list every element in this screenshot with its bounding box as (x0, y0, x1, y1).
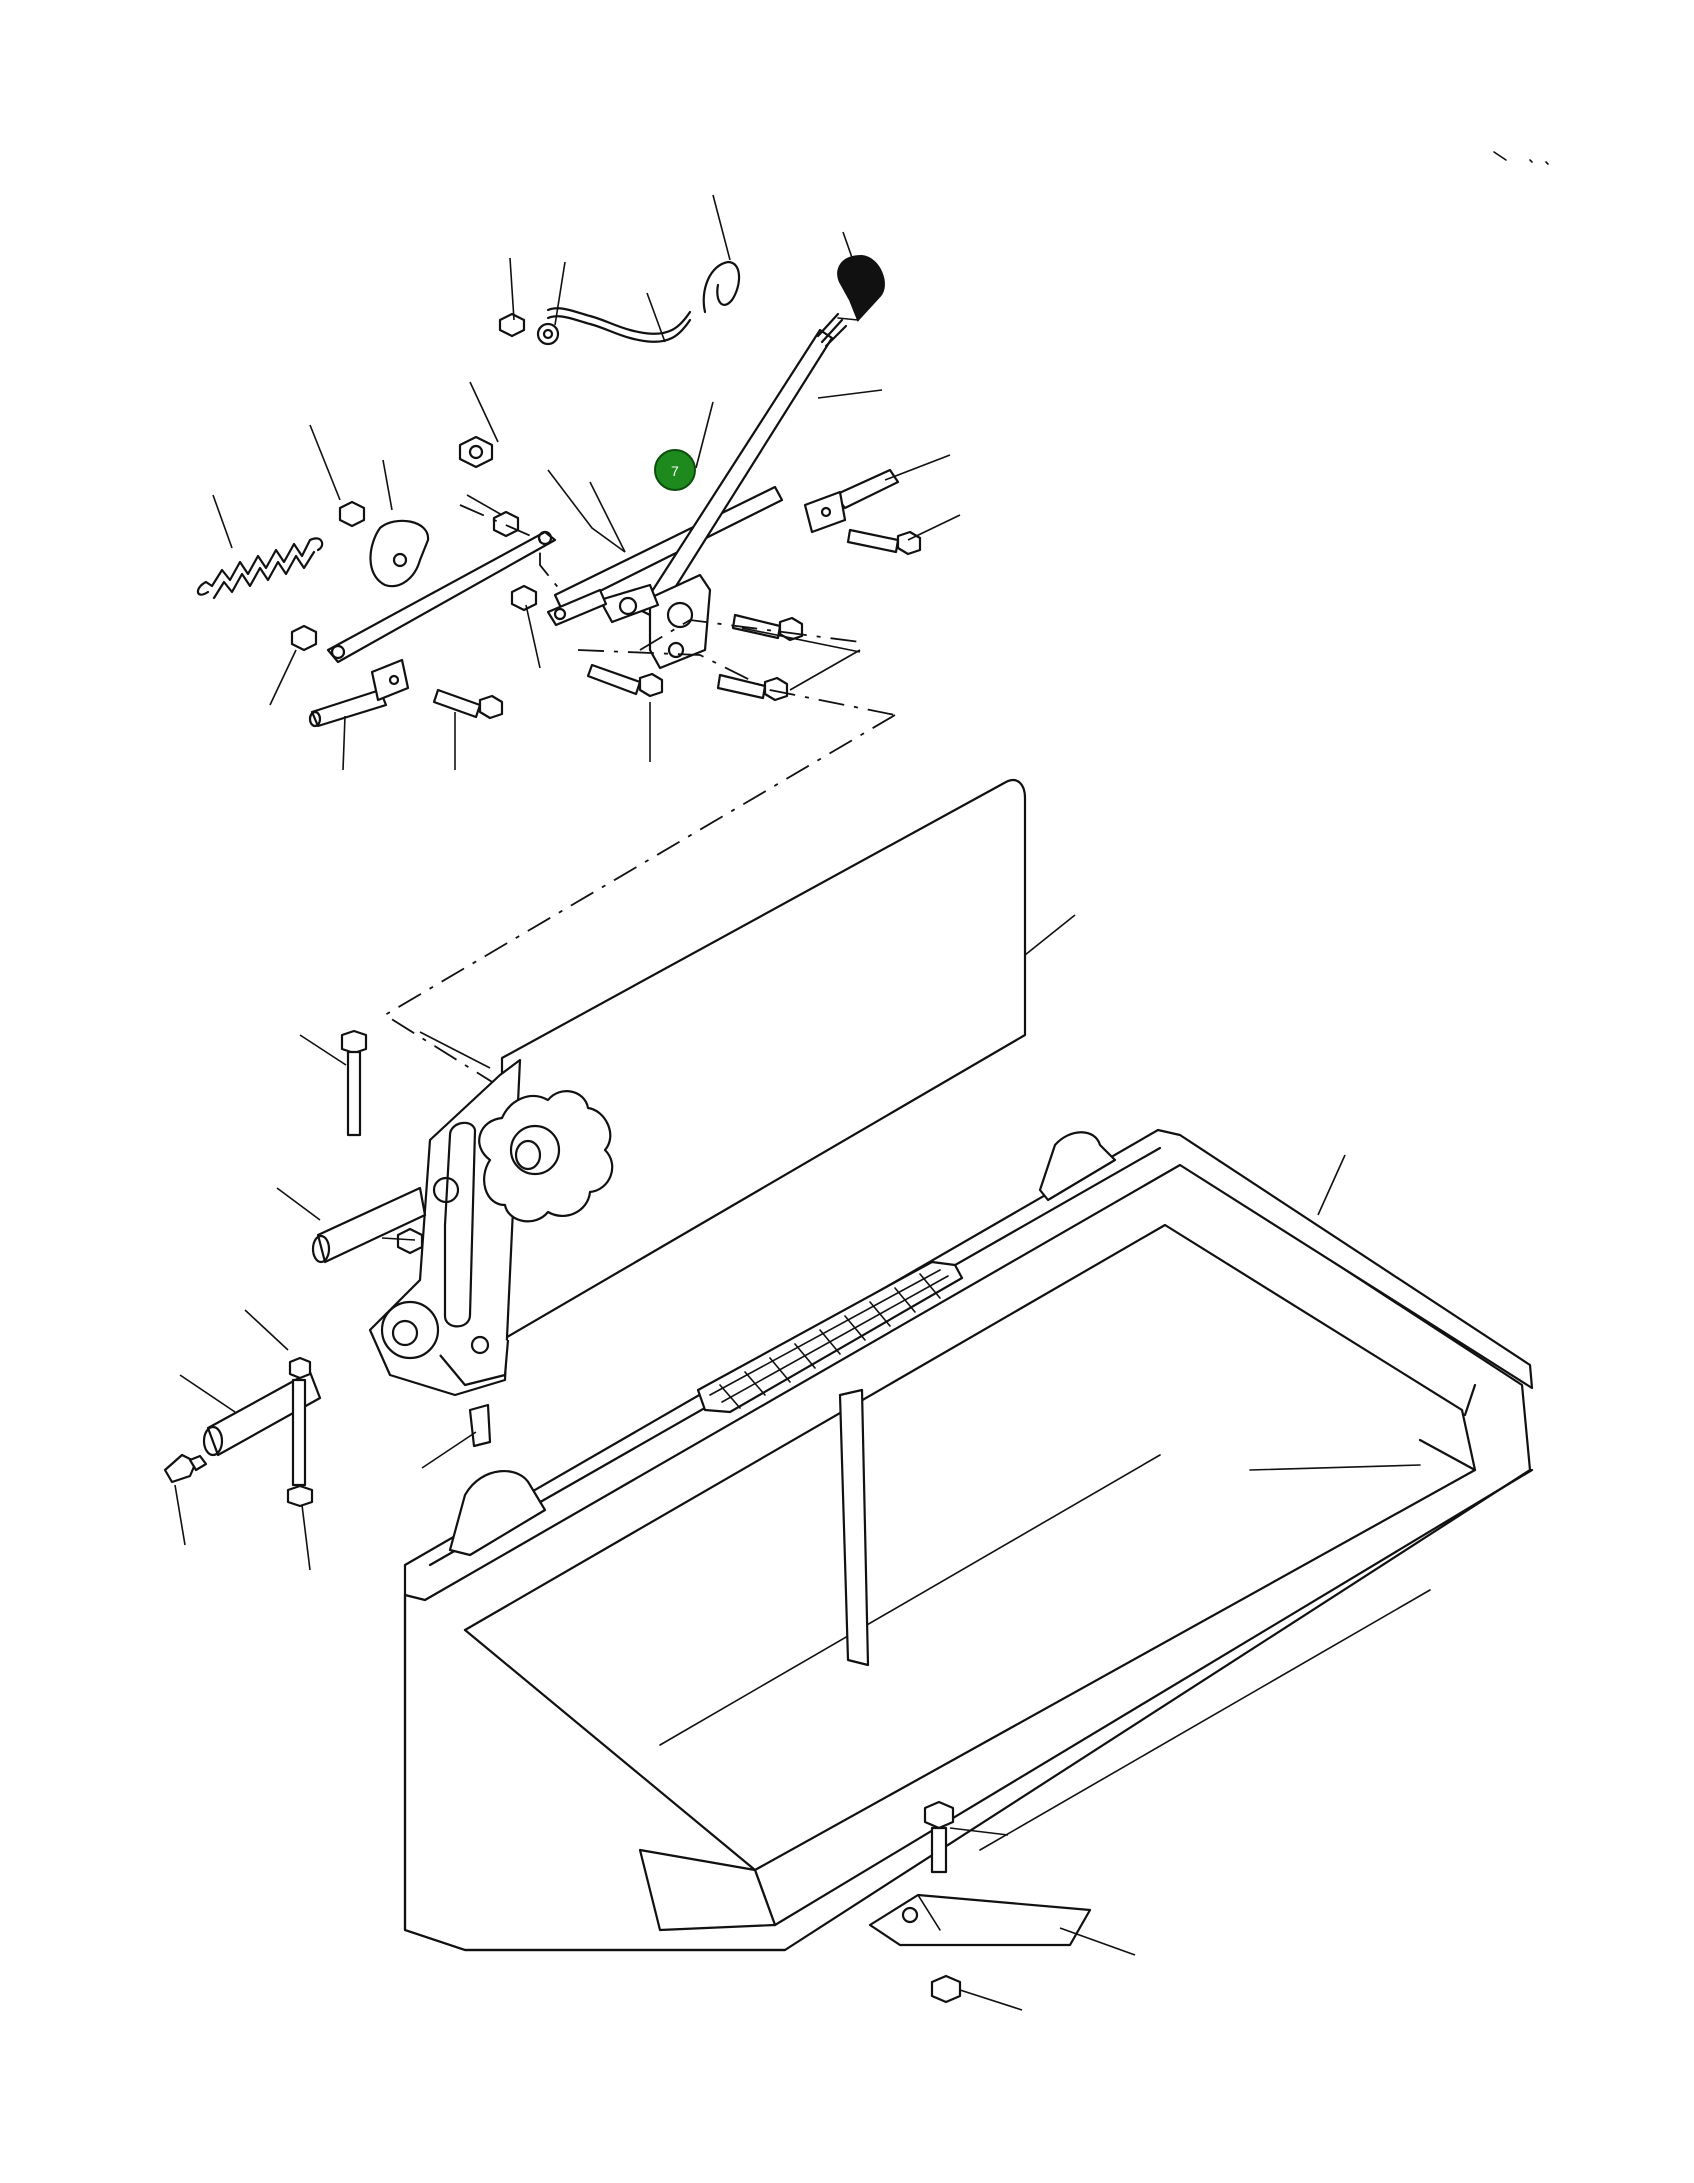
step-plate (696, 1260, 964, 1414)
bolt (432, 688, 504, 720)
hex-nut (338, 500, 366, 528)
hex-nut (396, 1227, 424, 1255)
callout-number: 7 (671, 463, 679, 479)
bolt (340, 1029, 368, 1137)
bolt (923, 1800, 955, 1874)
pivot-bracket (648, 573, 712, 670)
linkage-assembly (196, 254, 922, 728)
center-post (838, 1388, 870, 1667)
leader-lines (174, 194, 1346, 2011)
chain (546, 307, 692, 343)
assembly-guides (383, 504, 896, 1091)
bucket-tooth (868, 1893, 1092, 1947)
bolt (286, 1356, 314, 1508)
pivot-boss (380, 1300, 440, 1360)
back-plate (500, 779, 1027, 1342)
hex-nut (930, 1974, 962, 2004)
slot (443, 1121, 477, 1328)
lever-knob (837, 254, 885, 322)
grease-fitting (163, 1453, 198, 1484)
bolt (846, 528, 922, 556)
tension-spring (196, 537, 324, 600)
scan-marks (1493, 151, 1549, 165)
hairpin-clip (702, 260, 741, 314)
bolt (586, 663, 664, 698)
hex-nut (458, 435, 494, 469)
mounting-ear (448, 1470, 547, 1557)
hex-nut (492, 510, 520, 538)
back-frame (163, 779, 1027, 1508)
clevis (598, 583, 660, 624)
bolt (716, 673, 789, 702)
grease-fitting (468, 1403, 492, 1448)
hex-nut (290, 624, 318, 652)
pin (316, 1186, 427, 1264)
washer (536, 322, 560, 346)
hex-nut (510, 584, 538, 612)
mounting-ear (1038, 1131, 1117, 1202)
callout-7[interactable]: 7 (654, 449, 696, 491)
hex-nut (498, 312, 526, 338)
bucket (403, 1128, 1534, 2004)
pin (833, 468, 900, 510)
callout-marker[interactable] (654, 449, 696, 491)
pin (310, 688, 388, 728)
